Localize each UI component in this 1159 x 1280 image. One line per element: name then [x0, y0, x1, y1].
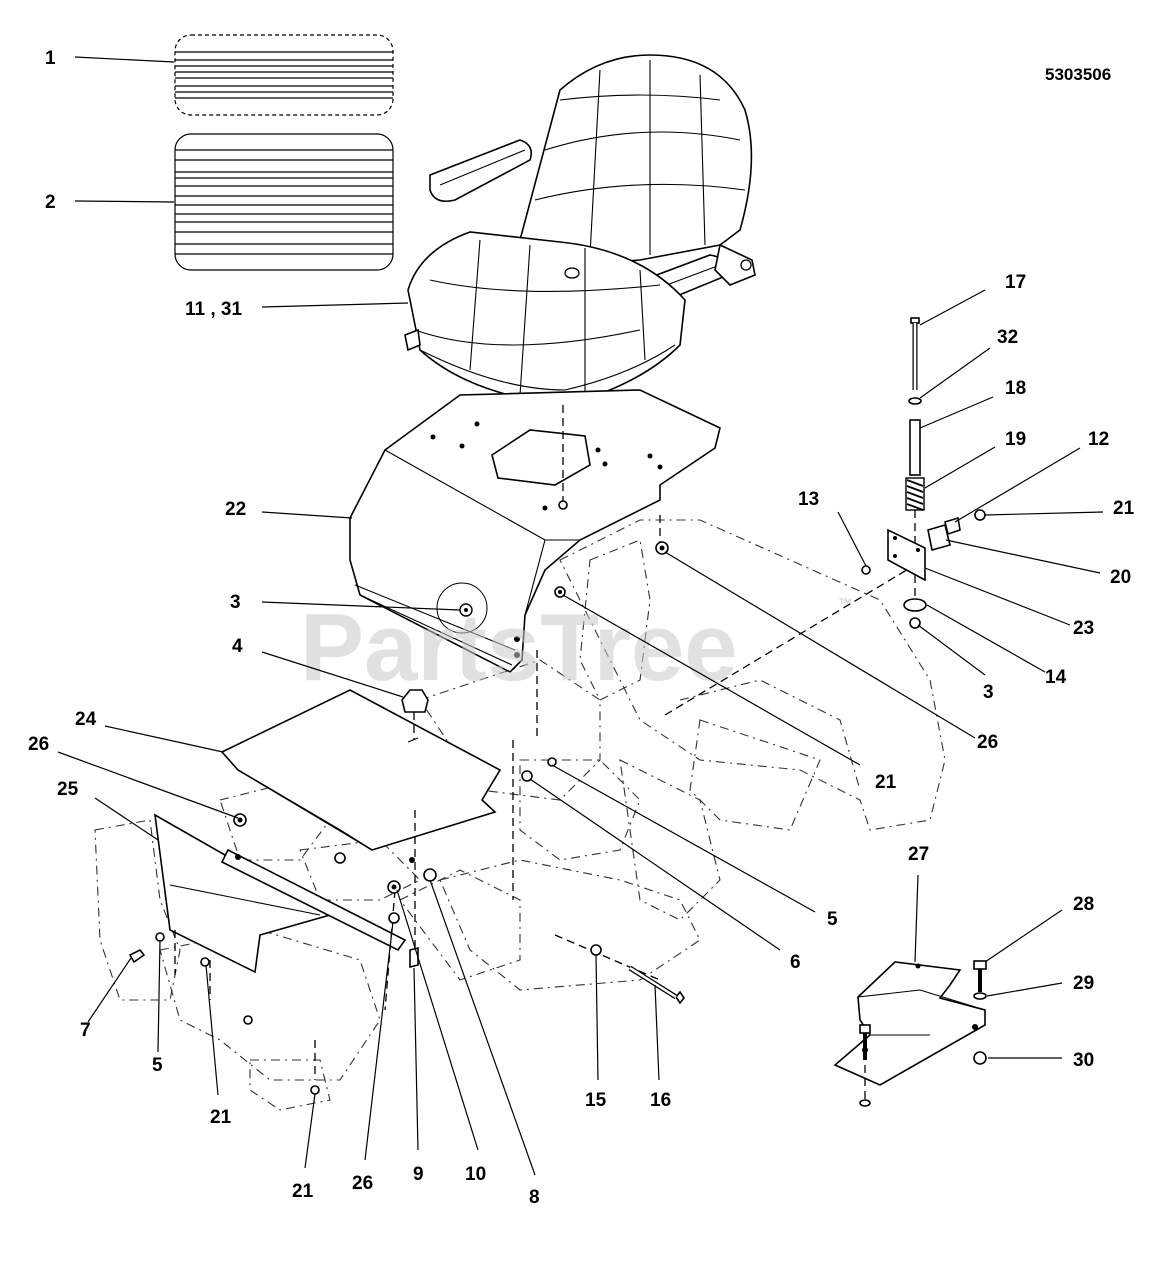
callout-12[interactable]: 12 [1088, 429, 1109, 450]
callout-26[interactable]: 26 [977, 732, 998, 753]
callout-26[interactable]: 26 [352, 1173, 373, 1194]
callout-4[interactable]: 4 [232, 636, 243, 657]
callout-18[interactable]: 18 [1005, 378, 1026, 399]
callout-1[interactable]: 1 [45, 48, 56, 69]
washer-part-14[interactable] [903, 598, 927, 629]
callout-14[interactable]: 14 [1045, 667, 1067, 688]
callout-11-31[interactable]: 11 , 31 [185, 299, 242, 320]
watermark: PartsTree [300, 594, 738, 701]
callout-6[interactable]: 6 [790, 952, 801, 973]
callout-21[interactable]: 21 [875, 772, 897, 793]
callout-16[interactable]: 16 [650, 1090, 671, 1111]
seat-mount-nut [558, 500, 568, 510]
callout-21[interactable]: 21 [1113, 498, 1135, 519]
bracket-part-23[interactable] [887, 528, 926, 582]
callout-7[interactable]: 7 [80, 1020, 91, 1041]
switch-part-20[interactable] [927, 516, 961, 552]
callout-2[interactable]: 2 [45, 192, 56, 213]
callout-5[interactable]: 5 [152, 1055, 163, 1076]
watermark-trademark: ™ [838, 595, 852, 611]
callout-32[interactable]: 32 [997, 327, 1018, 348]
callout-24[interactable]: 24 [75, 709, 97, 730]
leader-lines [57, 56, 1104, 1176]
callout-30[interactable]: 30 [1073, 1050, 1094, 1071]
reference-number: 5303506 [1045, 65, 1111, 84]
callout-5[interactable]: 5 [827, 909, 838, 930]
seat-pan-part-22[interactable] [349, 389, 721, 673]
callout-26[interactable]: 26 [28, 734, 49, 755]
callout-21[interactable]: 21 [210, 1107, 232, 1128]
decal-part-2[interactable] [174, 133, 394, 271]
guard-hardware [859, 960, 987, 1107]
callout-25[interactable]: 25 [57, 779, 79, 800]
callout-17[interactable]: 17 [1005, 272, 1026, 293]
bolt-part-16[interactable] [628, 965, 685, 1005]
callout-27[interactable]: 27 [908, 844, 929, 865]
seat-assembly[interactable] [404, 54, 756, 406]
floor-plate-part-24[interactable] [220, 689, 502, 851]
callout-8[interactable]: 8 [529, 1187, 540, 1208]
callout-28[interactable]: 28 [1073, 894, 1094, 915]
callout-10[interactable]: 10 [465, 1164, 486, 1185]
guard-part-27[interactable] [833, 961, 986, 1086]
callout-13[interactable]: 13 [798, 489, 819, 510]
callout-3[interactable]: 3 [983, 682, 994, 703]
assembly-lines [209, 515, 916, 1080]
decal-part-1[interactable] [174, 34, 394, 116]
callout-19[interactable]: 19 [1005, 429, 1026, 450]
shield-part-25[interactable] [153, 813, 407, 975]
spring-stack[interactable] [905, 317, 925, 605]
callout-15[interactable]: 15 [585, 1090, 607, 1111]
callout-21[interactable]: 21 [292, 1181, 314, 1202]
callout-3[interactable]: 3 [230, 592, 241, 613]
callout-20[interactable]: 20 [1110, 567, 1131, 588]
callout-labels: 1 2 11 , 31 17 32 18 19 12 13 21 20 22 2… [28, 48, 1135, 1208]
callout-23[interactable]: 23 [1073, 618, 1094, 639]
knob-part-4[interactable] [401, 689, 429, 743]
callout-9[interactable]: 9 [413, 1164, 424, 1185]
callout-29[interactable]: 29 [1073, 973, 1094, 994]
callout-22[interactable]: 22 [225, 499, 246, 520]
